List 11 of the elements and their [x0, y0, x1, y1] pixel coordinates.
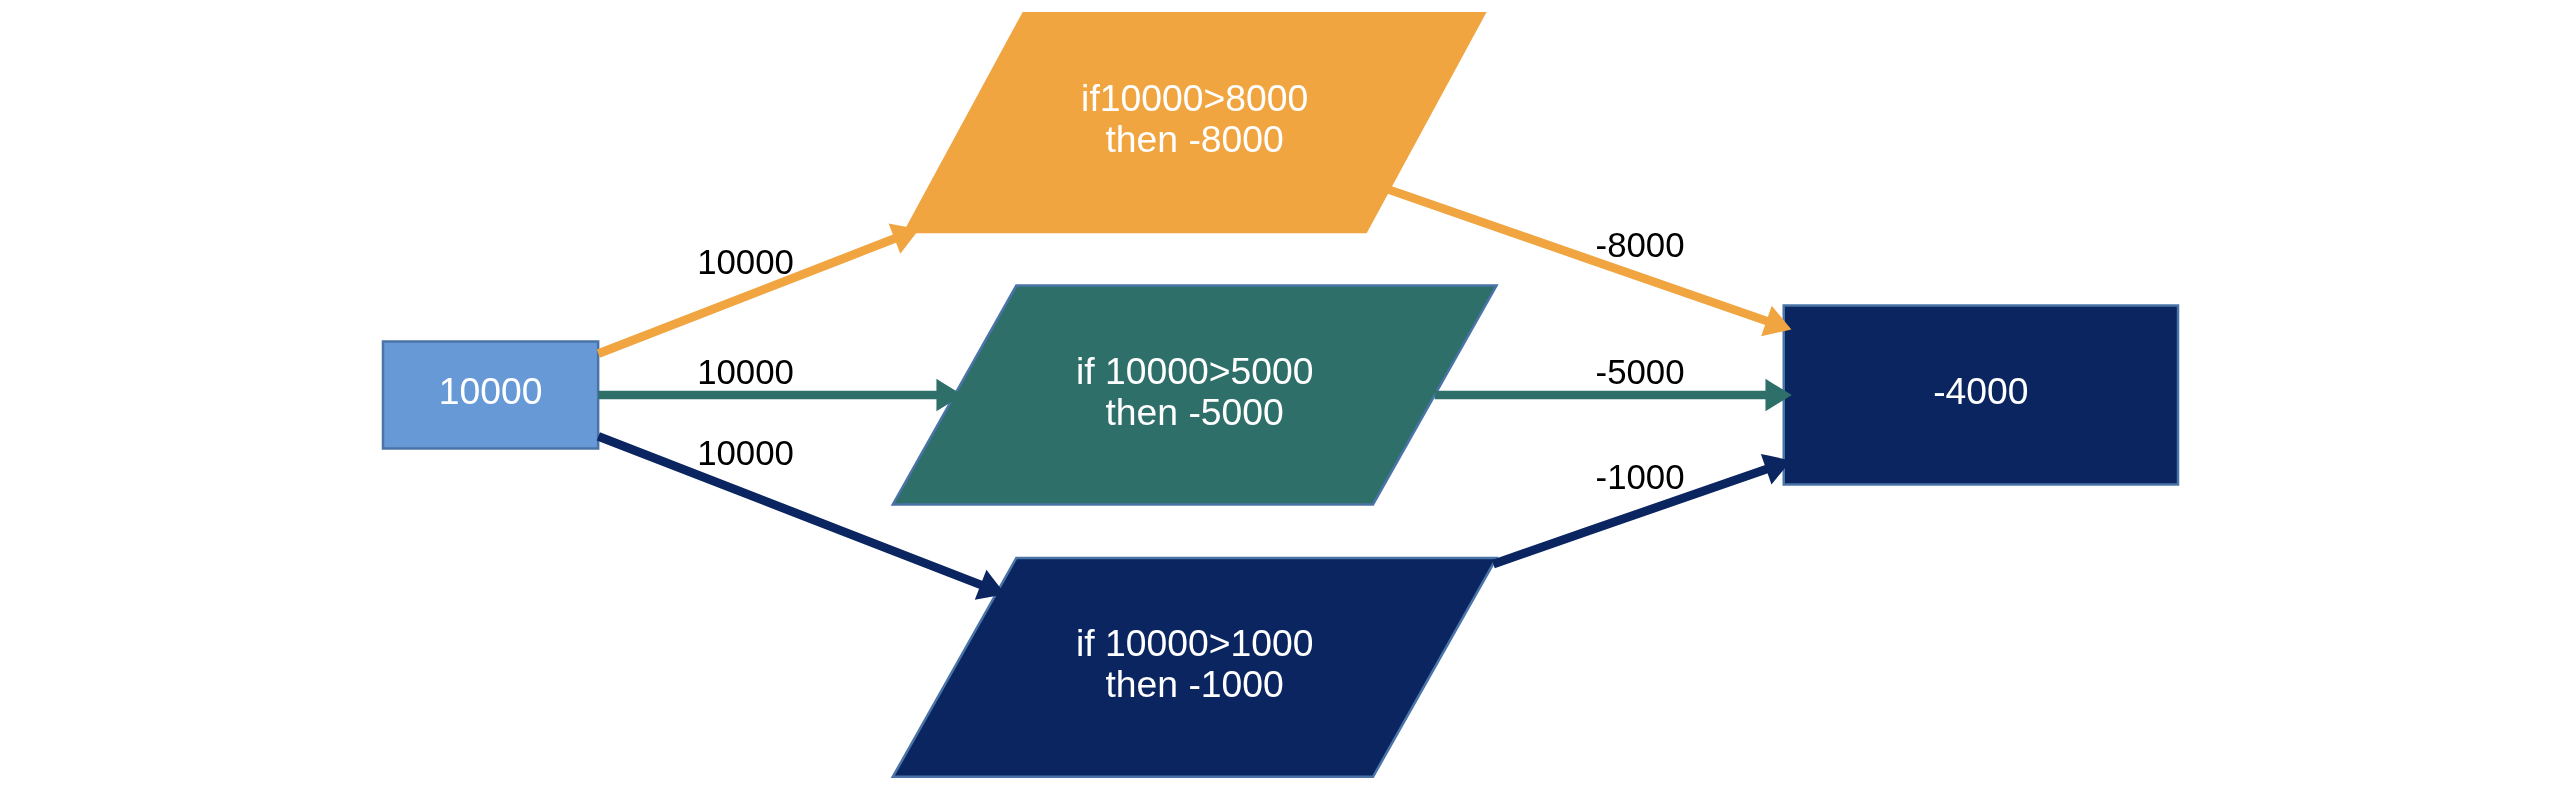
arrow: [1387, 185, 1791, 337]
edge-label: -8000: [1595, 225, 1685, 265]
edge-label: 10000: [696, 241, 794, 281]
node-box: 10000: [381, 340, 599, 450]
edge-label: -5000: [1595, 352, 1685, 392]
edge-label: 10000: [696, 352, 794, 392]
arrow: [1434, 378, 1792, 412]
arrow: [596, 223, 919, 358]
edge-label: -1000: [1595, 456, 1685, 496]
node-box: -4000: [1782, 304, 2179, 486]
edge-label: 10000: [696, 433, 794, 473]
